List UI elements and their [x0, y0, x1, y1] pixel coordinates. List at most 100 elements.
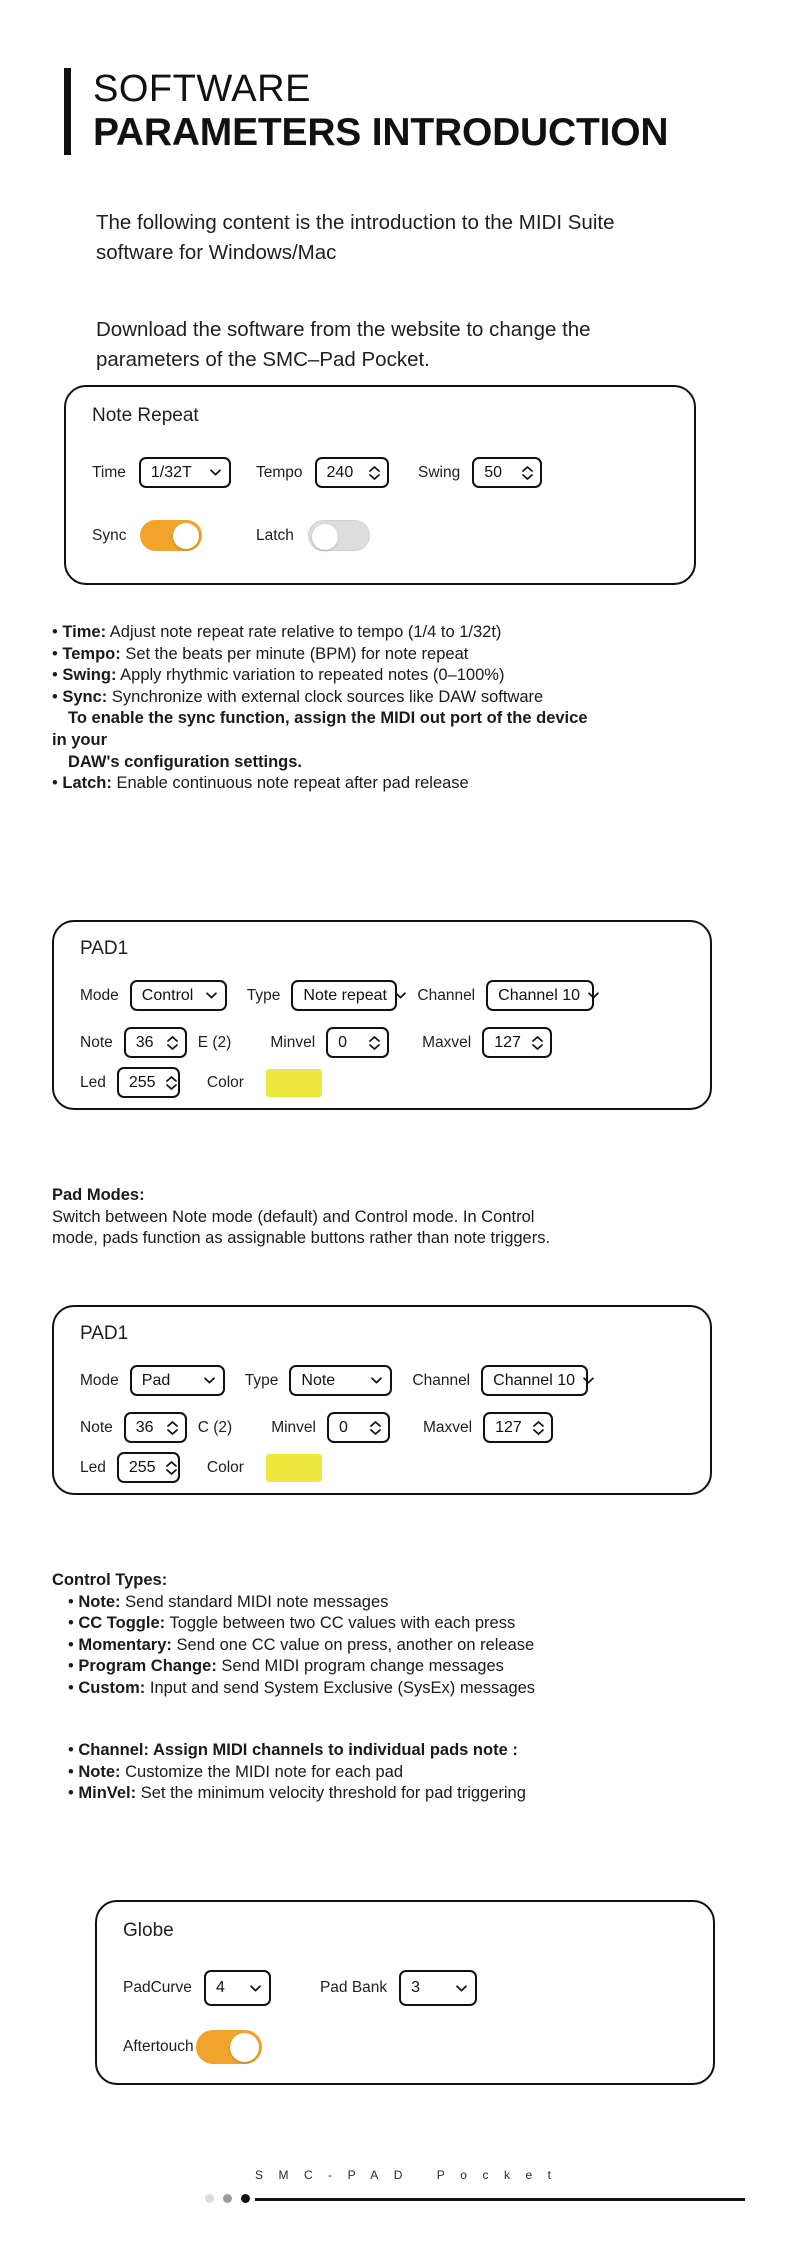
list-item-desc: Assign MIDI channels to individual pads …	[152, 1741, 518, 1759]
maxvel-stepper[interactable]: 127	[483, 1412, 554, 1443]
tempo-stepper[interactable]: 240	[314, 457, 389, 488]
page-header: SOFTWARE PARAMETERS INTRODUCTION	[64, 68, 669, 156]
chevron-down-icon	[205, 992, 217, 999]
pad1-control-panel: PAD1 Mode Control Type Note repeat Chann…	[52, 920, 712, 1110]
tempo-value: 240	[326, 463, 354, 481]
toggle-knob	[229, 2032, 259, 2062]
page-dot-3[interactable]	[241, 2194, 250, 2203]
pad-modes-text-block: Pad Modes: Switch between Note mode (def…	[52, 1185, 752, 1250]
note-repeat-panel-title: Note Repeat	[92, 405, 199, 426]
maxvel-stepper[interactable]: 127	[482, 1027, 553, 1058]
type-label: Type	[246, 986, 281, 1004]
time-select[interactable]: 1/32T	[138, 457, 231, 488]
type-select[interactable]: Note repeat	[291, 980, 406, 1011]
list-item-desc: Customize the MIDI note for each pad	[125, 1762, 404, 1781]
note-repeat-time-row: Time 1/32T	[92, 457, 231, 488]
mode-select[interactable]: Pad	[129, 1365, 225, 1396]
channel-label: Channel	[417, 986, 476, 1004]
list-item-term: Sync:	[62, 687, 108, 706]
stepper-arrows-icon[interactable]	[370, 1420, 381, 1435]
pad-modes-heading: Pad Modes:	[52, 1186, 145, 1204]
control-params-block: • Channel: Assign MIDI channels to indiv…	[52, 1740, 752, 1805]
list-item-desc: Adjust note repeat rate relative to temp…	[109, 623, 502, 641]
channel-select-value: Channel 10	[493, 1371, 575, 1389]
chevron-down-icon	[250, 1984, 261, 1992]
list-item-term: Note:	[78, 1592, 121, 1611]
maxvel-label: Maxvel	[423, 1418, 473, 1436]
latch-toggle[interactable]	[307, 520, 370, 551]
stepper-arrows-icon[interactable]	[368, 465, 380, 480]
list-item-desc: Enable continuous note repeat after pad …	[116, 774, 469, 793]
note-stepper[interactable]: 36	[123, 1027, 187, 1058]
list-item-desc: Apply rhythmic variation to repeated not…	[120, 666, 505, 685]
sync-note-line1: To enable the sync function, assign the …	[68, 709, 588, 728]
list-item: • Tempo: Set the beats per minute (BPM) …	[52, 644, 469, 663]
stepper-arrows-icon[interactable]	[522, 465, 534, 480]
led-value: 255	[128, 1073, 156, 1091]
stepper-arrows-icon[interactable]	[532, 1035, 544, 1050]
intro-paragraph-2: Download the software from the website t…	[96, 318, 591, 371]
globe-panel-title: Globe	[123, 1920, 174, 1941]
globe-padcurve-row: PadCurve 4 Pad Bank 3	[123, 1970, 478, 2006]
note-name-readout: E (2)	[197, 1033, 232, 1051]
mode-label: Mode	[80, 1371, 119, 1389]
note-repeat-panel: Note Repeat Time 1/32T Tempo 240 Swing	[64, 385, 696, 585]
note-stepper[interactable]: 36	[123, 1412, 187, 1443]
stepper-arrows-icon[interactable]	[166, 1035, 178, 1050]
type-select[interactable]: Note	[289, 1365, 393, 1396]
stepper-arrows-icon[interactable]	[369, 1035, 380, 1050]
note-label: Note	[80, 1033, 113, 1051]
padbank-select[interactable]: 3	[399, 1970, 478, 2006]
swing-label: Swing	[418, 463, 461, 481]
sync-note-line3: DAW's configuration settings.	[68, 752, 303, 771]
stepper-arrows-icon[interactable]	[166, 1420, 178, 1435]
led-stepper[interactable]: 255	[116, 1067, 180, 1098]
list-item-desc: Toggle between two CC values with each p…	[169, 1614, 516, 1633]
padbank-select-value: 3	[411, 1979, 421, 1996]
globe-panel: Globe PadCurve 4 Pad Bank 3 Aftertouch	[95, 1900, 715, 2085]
chevron-down-icon	[395, 992, 406, 999]
pad1-control-mode-row: Mode Control Type Note repeat Channel Ch…	[80, 980, 599, 1011]
maxvel-label: Maxvel	[422, 1033, 472, 1051]
list-item-desc: Send one CC value on press, another on r…	[176, 1635, 535, 1654]
type-select-value: Note repeat	[303, 986, 387, 1004]
sync-toggle[interactable]	[140, 520, 203, 551]
minvel-stepper[interactable]: 0	[326, 1027, 390, 1058]
chevron-down-icon	[588, 992, 599, 999]
color-swatch[interactable]	[265, 1453, 322, 1482]
swing-stepper[interactable]: 50	[472, 457, 543, 488]
list-item: • Time: Adjust note repeat rate relative…	[52, 623, 502, 641]
footer-page-dots[interactable]	[205, 2194, 250, 2203]
sync-note-line2: in your	[52, 731, 108, 750]
color-swatch[interactable]	[265, 1068, 322, 1097]
chevron-down-icon	[583, 1377, 594, 1384]
control-types-heading: Control Types:	[52, 1571, 168, 1589]
stepper-arrows-icon[interactable]	[533, 1420, 544, 1435]
list-item-term: Channel:	[78, 1741, 149, 1759]
aftertouch-toggle[interactable]	[195, 2030, 262, 2064]
note-name-readout: C (2)	[197, 1418, 233, 1436]
channel-select[interactable]: Channel 10	[481, 1365, 594, 1396]
mode-select[interactable]: Control	[129, 980, 227, 1011]
padcurve-select[interactable]: 4	[203, 1970, 271, 2006]
stepper-arrows-icon[interactable]	[165, 1075, 177, 1090]
led-label: Led	[80, 1458, 106, 1476]
pad1-note-panel-title: PAD1	[80, 1323, 129, 1344]
color-label: Color	[206, 1458, 244, 1476]
channel-select-value: Channel 10	[498, 986, 580, 1004]
note-repeat-latch-row: Latch	[256, 520, 370, 551]
page-dot-1[interactable]	[205, 2194, 214, 2203]
list-item-term: Tempo:	[62, 644, 121, 663]
list-item: • Note: Customize the MIDI note for each…	[68, 1762, 404, 1781]
led-stepper[interactable]: 255	[116, 1452, 180, 1483]
padcurve-select-value: 4	[215, 1979, 225, 1996]
page-dot-2[interactable]	[223, 2194, 232, 2203]
minvel-stepper[interactable]: 0	[327, 1412, 390, 1443]
note-repeat-sync-row: Sync	[92, 520, 203, 551]
list-item: • Channel: Assign MIDI channels to indiv…	[68, 1741, 518, 1759]
channel-select[interactable]: Channel 10	[486, 980, 599, 1011]
stepper-arrows-icon[interactable]	[165, 1460, 177, 1475]
time-label: Time	[92, 463, 126, 481]
list-item: • Momentary: Send one CC value on press,…	[68, 1635, 535, 1654]
